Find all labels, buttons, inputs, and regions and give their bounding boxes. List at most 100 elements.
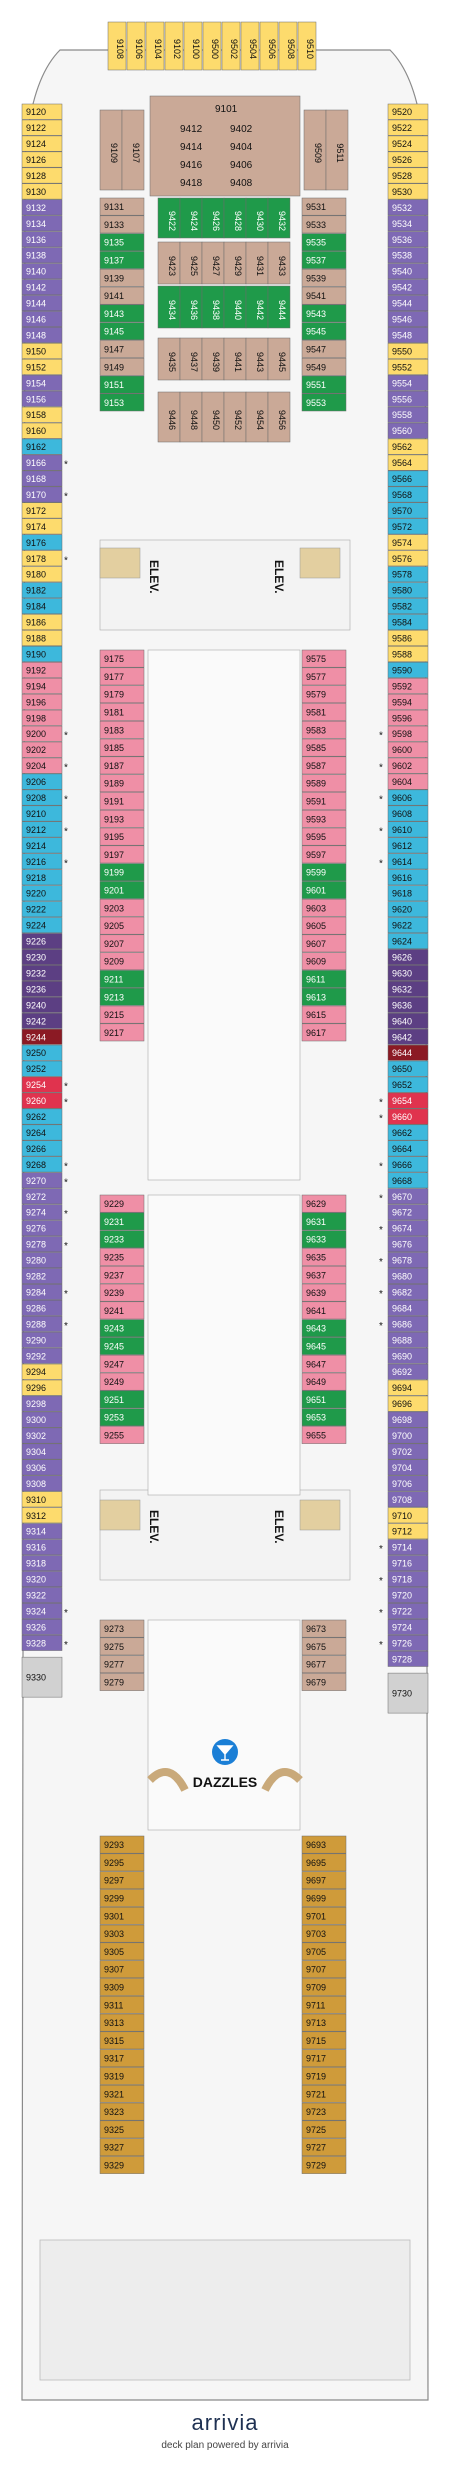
cabin-9191[interactable]: 9191	[99, 792, 145, 810]
cabin-9128[interactable]: 9128	[21, 167, 63, 184]
cabin-9424[interactable]: 9424	[179, 197, 203, 239]
cabin-9425[interactable]: 9425	[179, 241, 203, 285]
cabin-9286[interactable]: 9286	[21, 1300, 63, 1316]
cabin-9429[interactable]: 9429	[223, 241, 247, 285]
cabin-9686[interactable]: 9686*	[379, 1315, 429, 1332]
cabin-9305[interactable]: 9305	[99, 1942, 145, 1961]
cabin-9327[interactable]: 9327	[99, 2138, 145, 2157]
cabin-9729[interactable]: 9729	[301, 2156, 347, 2174]
cabin-9301[interactable]: 9301	[99, 1906, 145, 1925]
cabin-9624[interactable]: 9624	[387, 933, 429, 950]
cabin-9308[interactable]: 9308	[21, 1475, 63, 1492]
cabin-9664[interactable]: 9664	[387, 1140, 429, 1157]
cabin-9583[interactable]: 9583	[301, 720, 347, 739]
cabin-9590[interactable]: 9590	[387, 662, 429, 678]
cabin-9178[interactable]: 9178*	[21, 550, 68, 567]
cabin-9231[interactable]: 9231	[99, 1212, 145, 1231]
cabin-9431[interactable]: 9431	[245, 241, 269, 285]
cabin-9320[interactable]: 9320	[21, 1571, 63, 1588]
cabin-9131[interactable]: 9131	[99, 197, 145, 216]
cabin-9229[interactable]: 9229	[99, 1194, 145, 1213]
cabin-9168[interactable]: 9168	[21, 470, 63, 487]
cabin-9618[interactable]: 9618	[387, 885, 429, 902]
cabin-9611[interactable]: 9611	[301, 970, 347, 988]
cabin-9556[interactable]: 9556	[387, 390, 429, 407]
cabin-9328[interactable]: 9328*	[21, 1634, 68, 1651]
cabin-9550[interactable]: 9550	[387, 343, 429, 359]
cabin-9593[interactable]: 9593	[301, 809, 347, 828]
cabin-9553[interactable]: 9553	[301, 393, 347, 412]
cabin-9236[interactable]: 9236	[21, 981, 63, 997]
cabin-9423[interactable]: 9423	[157, 241, 181, 285]
cabin-9692[interactable]: 9692	[387, 1363, 429, 1380]
cabin-9588[interactable]: 9588	[387, 646, 429, 662]
cabin-9197[interactable]: 9197	[99, 845, 145, 864]
cabin-9329[interactable]: 9329	[99, 2156, 145, 2174]
cabin-9544[interactable]: 9544	[387, 295, 429, 311]
cabin-9264[interactable]: 9264	[21, 1124, 63, 1141]
cabin-9277[interactable]: 9277	[99, 1655, 145, 1674]
cabin-9185[interactable]: 9185	[99, 738, 145, 757]
cabin-9509[interactable]: 9509	[303, 109, 327, 191]
cabin-9213[interactable]: 9213	[99, 987, 145, 1006]
cabin-9176[interactable]: 9176	[21, 534, 63, 551]
cabin-9296[interactable]: 9296	[21, 1379, 63, 1396]
cabin-9307[interactable]: 9307	[99, 1960, 145, 1979]
cabin-9206[interactable]: 9206	[21, 773, 63, 790]
cabin-9603[interactable]: 9603	[301, 898, 347, 917]
cabin-9217[interactable]: 9217	[99, 1023, 145, 1042]
cabin-9616[interactable]: 9616	[387, 869, 429, 886]
cabin-9614[interactable]: 9614*	[379, 853, 429, 870]
cabin-9249[interactable]: 9249	[99, 1372, 145, 1391]
cabin-9566[interactable]: 9566	[387, 470, 429, 487]
cabin-9284[interactable]: 9284*	[21, 1284, 68, 1300]
cabin-9582[interactable]: 9582	[387, 598, 429, 615]
cabin-9107[interactable]: 9107	[121, 109, 145, 191]
cabin-9716[interactable]: 9716	[387, 1555, 429, 1572]
cabin-9589[interactable]: 9589	[301, 774, 347, 793]
cabin-9707[interactable]: 9707	[301, 1960, 347, 1979]
cabin-9668[interactable]: 9668	[387, 1172, 429, 1189]
cabin-9434[interactable]: 9434	[157, 285, 181, 329]
cabin-9186[interactable]: 9186	[21, 614, 63, 631]
cabin-9605[interactable]: 9605	[301, 916, 347, 935]
cabin-9699[interactable]: 9699	[301, 1889, 347, 1907]
cabin-9510[interactable]: 9510	[297, 21, 317, 71]
cabin-9318[interactable]: 9318	[21, 1555, 63, 1572]
cabin-9572[interactable]: 9572	[387, 518, 429, 535]
cabin-9558[interactable]: 9558	[387, 406, 429, 423]
cabin-9212[interactable]: 9212*	[21, 821, 68, 838]
cabin-9533[interactable]: 9533	[301, 215, 347, 234]
cabin-9688[interactable]: 9688	[387, 1331, 429, 1348]
cabin-9530[interactable]: 9530	[387, 183, 429, 200]
cabin-9717[interactable]: 9717	[301, 2049, 347, 2068]
cabin-9208[interactable]: 9208*	[21, 789, 68, 806]
cabin-9570[interactable]: 9570	[387, 502, 429, 519]
cabin-9325[interactable]: 9325	[99, 2120, 145, 2139]
cabin-9452[interactable]: 9452	[223, 391, 247, 443]
cabin-9504[interactable]: 9504	[240, 21, 260, 71]
cabin-9693[interactable]: 9693	[301, 1835, 347, 1854]
cabin-9696[interactable]: 9696	[387, 1395, 429, 1412]
cabin-9450[interactable]: 9450	[201, 391, 225, 443]
cabin-9524[interactable]: 9524	[387, 135, 429, 152]
cabin-9243[interactable]: 9243	[99, 1319, 145, 1338]
cabin-9730[interactable]: 9730	[387, 1672, 429, 1714]
cabin-9282[interactable]: 9282	[21, 1268, 63, 1284]
cabin-9306[interactable]: 9306	[21, 1459, 63, 1476]
cabin-9609[interactable]: 9609	[301, 952, 347, 971]
cabin-9704[interactable]: 9704	[387, 1459, 429, 1476]
cabin-9679[interactable]: 9679	[301, 1673, 347, 1691]
cabin-9242[interactable]: 9242	[21, 1012, 63, 1029]
cabin-9540[interactable]: 9540	[387, 263, 429, 280]
cabin-9135[interactable]: 9135	[99, 233, 145, 252]
cabin-9702[interactable]: 9702	[387, 1443, 429, 1460]
cabin-9631[interactable]: 9631	[301, 1212, 347, 1231]
cabin-9278[interactable]: 9278*	[21, 1236, 68, 1252]
cabin-9209[interactable]: 9209	[99, 952, 145, 971]
cabin-9180[interactable]: 9180	[21, 566, 63, 583]
cabin-9612[interactable]: 9612	[387, 837, 429, 854]
cabin-9102[interactable]: 9102	[164, 21, 184, 71]
cabin-9599[interactable]: 9599	[301, 863, 347, 882]
cabin-9147[interactable]: 9147	[99, 340, 145, 358]
